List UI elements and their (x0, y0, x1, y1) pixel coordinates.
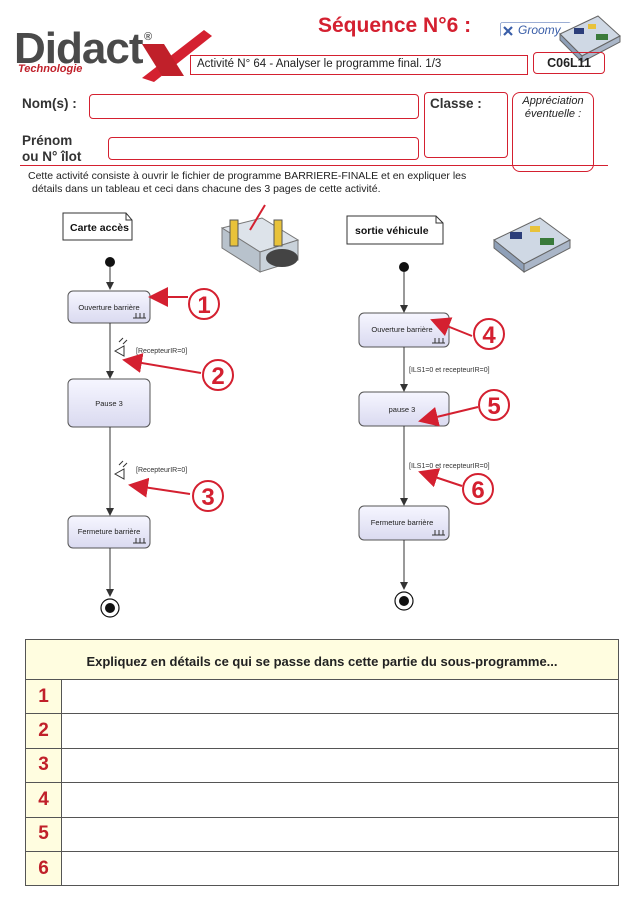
answer-cell[interactable] (61, 747, 619, 784)
marker-5-label: 5 (487, 393, 500, 420)
marker-3-label: 3 (201, 484, 214, 511)
right-state-2-label: pause 3 (389, 405, 416, 414)
groomy-label: Groomy (518, 23, 561, 37)
prenom-label: Prénom (22, 133, 73, 148)
logo-subtitle: Technologie (18, 63, 83, 75)
right-title-tag: sortie véhicule (346, 215, 444, 245)
table-row: 5 (25, 816, 619, 852)
row-number: 4 (25, 782, 62, 818)
table-row: 3 (25, 747, 619, 784)
marker-6: 6 (418, 468, 494, 505)
marker-2-label: 2 (211, 363, 224, 390)
left-title: Carte accès (70, 222, 129, 234)
logo-text: Didact (14, 24, 143, 73)
circuit-board-icon (559, 15, 621, 64)
right-state-2: pause 3 (358, 391, 450, 427)
answer-cell[interactable] (61, 816, 619, 852)
appreciation-label-1: Appréciation (522, 95, 584, 107)
table-header: Expliquez en détails ce qui se passe dan… (25, 639, 619, 680)
logo-x-icon: ® (142, 30, 212, 82)
sequence-title: Séquence N°6 : (318, 14, 472, 37)
row-number: 1 (25, 678, 62, 715)
intro-line-2: détails dans un tableau et ceci dans cha… (32, 183, 381, 195)
nom-field[interactable] (89, 94, 419, 119)
marker-4: 4 (430, 317, 505, 350)
row-number: 6 (25, 850, 62, 887)
row-number: 3 (25, 747, 62, 784)
answer-cell[interactable] (61, 678, 619, 715)
barrier-picture-icon (220, 204, 300, 273)
left-sensor-1-icon (113, 337, 128, 357)
left-state-2-label: Pause 3 (95, 399, 123, 408)
marker-1-label: 1 (197, 292, 210, 319)
classe-field[interactable] (424, 92, 508, 158)
left-state-1: Ouverture barrière (67, 290, 151, 324)
right-diagram: sortie véhicule Ouverture barrière [ILS1… (346, 215, 490, 611)
left-state-2: Pause 3 (67, 378, 151, 428)
left-sensor-2-icon (113, 460, 128, 480)
groomy-logo-icon (500, 22, 572, 38)
right-state-3: Fermeture barrière (358, 505, 450, 541)
table-row: 1 (25, 678, 619, 715)
right-state-1-label: Ouverture barrière (371, 325, 432, 334)
state-diagrams: Carte accès Ouverture barrière [Recepteu… (62, 204, 571, 618)
right-guard-1: [ILS1=0 et recepteurIR=0] (409, 367, 490, 374)
left-state-3: Fermeture barrière (67, 515, 151, 549)
answer-cell[interactable] (61, 850, 619, 887)
right-title: sortie véhicule (355, 225, 429, 237)
row-number: 2 (25, 713, 62, 749)
intro-text: Cette activité consiste à ouvrir le fich… (28, 170, 508, 196)
nom-label: Nom(s) : (22, 96, 77, 111)
appreciation-label-2: éventuelle : (524, 108, 582, 120)
answer-table: Expliquez en détails ce qui se passe dan… (25, 639, 619, 887)
table-header-row: Expliquez en détails ce qui se passe dan… (25, 639, 619, 680)
marker-2: 2 (122, 353, 234, 391)
appreciation-box[interactable]: Appréciation éventuelle : (512, 92, 594, 172)
left-state-1-label: Ouverture barrière (78, 303, 139, 312)
left-state-3-label: Fermeture barrière (78, 527, 141, 536)
marker-5: 5 (418, 389, 510, 427)
answer-cell[interactable] (61, 782, 619, 818)
intro-line-1: Cette activité consiste à ouvrir le fich… (28, 170, 467, 182)
right-guard-2: [ILS1=0 et recepteurIR=0] (409, 463, 490, 470)
table-row: 6 (25, 850, 619, 887)
initial-node (399, 262, 409, 272)
answer-cell[interactable] (61, 713, 619, 749)
marker-3: 3 (128, 477, 224, 512)
marker-6-label: 6 (471, 477, 484, 504)
left-guard-1: [RecepteurIR=0] (136, 348, 187, 355)
circuit-board-icon (493, 217, 571, 274)
left-diagram: Carte accès Ouverture barrière [Recepteu… (62, 212, 187, 618)
ilot-label: ou N° îlot (22, 149, 82, 164)
prenom-field[interactable] (108, 137, 419, 160)
initial-node (105, 257, 115, 267)
classe-label: Classe : (430, 96, 482, 111)
activity-title: Activité N° 64 - Analyser le programme f… (190, 55, 528, 75)
marker-1: 1 (148, 287, 220, 320)
header-divider (20, 165, 608, 166)
marker-4-label: 4 (482, 322, 496, 349)
table-row: 4 (25, 782, 619, 818)
svg-text:®: ® (144, 31, 152, 43)
activity-code: C06L11 (533, 52, 605, 74)
logo: Didact (14, 24, 143, 74)
right-state-1: Ouverture barrière (358, 312, 450, 348)
left-title-tag: Carte accès (62, 212, 133, 241)
left-guard-2: [RecepteurIR=0] (136, 467, 187, 474)
row-number: 5 (25, 816, 62, 852)
table-row: 2 (25, 713, 619, 749)
right-state-3-label: Fermeture barrière (371, 518, 434, 527)
